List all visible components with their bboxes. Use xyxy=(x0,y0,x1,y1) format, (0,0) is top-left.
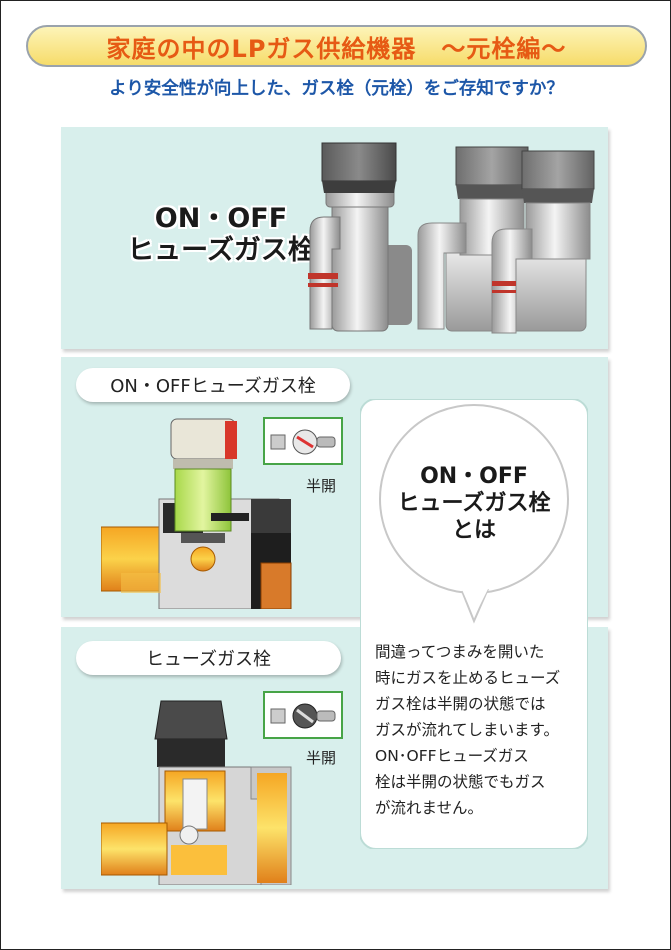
description-line: 時にガスを止めるヒューズ xyxy=(375,669,561,687)
description-line: 間違ってつまみを開いた xyxy=(375,643,545,661)
half-open-inset-fuse xyxy=(263,691,343,739)
half-open-label-fuse: 半開 xyxy=(306,749,337,767)
description-line: 栓は半開の状態でもガス xyxy=(375,773,546,791)
hero-label-line2: ヒューズガス栓 xyxy=(127,235,315,266)
page-subtitle: より安全性が向上した、ガス栓（元栓）をご存知ですか？ xyxy=(109,79,564,99)
half-open-knob-icon xyxy=(270,703,336,729)
hero-label-line1: ON・OFF xyxy=(154,203,288,234)
description-line: が流れません。 xyxy=(375,799,484,817)
callout-heading: ON・OFF ヒューズガス栓 とは xyxy=(362,463,586,544)
double-valve-icon xyxy=(417,146,595,334)
callout-description: 間違ってつまみを開いた 時にガスを止めるヒューズ ガス栓は半開の状態では ガスが… xyxy=(375,639,585,821)
description-line: ON･OFFヒューズガス xyxy=(375,747,529,765)
title-banner: 家庭の中のLPガス供給機器 ～元栓編～ xyxy=(26,25,647,67)
onoff-valve-cutaway-illustration xyxy=(101,418,292,609)
hero-gas-valves-illustration xyxy=(308,142,595,334)
callout-heading-line1: ON・OFF xyxy=(420,464,528,489)
description-line: ガス栓は半開の状態では xyxy=(375,695,546,713)
callout-bubble xyxy=(360,399,588,849)
callout-heading-line2: ヒューズガス栓 xyxy=(397,491,551,516)
half-open-label-onoff: 半開 xyxy=(306,477,337,495)
callout-heading-line3: とは xyxy=(451,518,496,543)
half-open-knob-icon xyxy=(270,429,336,455)
single-valve-icon xyxy=(308,142,412,332)
fuse-valve-cutaway-illustration xyxy=(101,700,292,885)
description-line: ガスが流れてしまいます。 xyxy=(375,721,559,739)
onoff-section-label: ON・OFFヒューズガス栓 xyxy=(76,368,350,402)
half-open-inset-onoff xyxy=(263,417,343,465)
page-title: 家庭の中のLPガス供給機器 ～元栓編～ xyxy=(106,34,567,63)
hero-label: ON・OFF ヒューズガス栓 xyxy=(101,203,341,267)
fuse-section-label: ヒューズガス栓 xyxy=(76,641,341,675)
